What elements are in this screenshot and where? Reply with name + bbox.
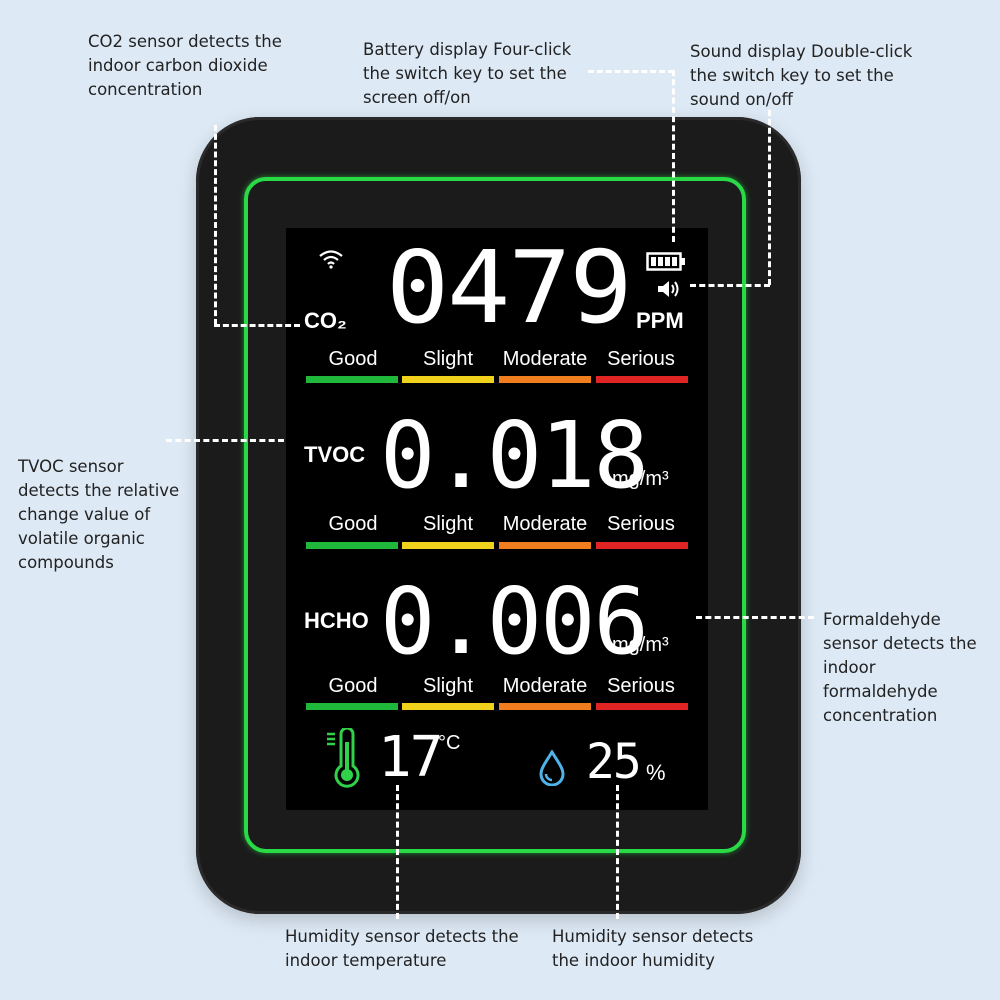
callout-battery: Battery display Four-click the switch ke…: [363, 40, 572, 107]
temperature-leader: [396, 785, 399, 919]
hcho-bar-good: [306, 703, 398, 710]
lcd-screen: CO₂ 0479 PPM Good Slight Moderate Seriou…: [286, 228, 708, 810]
callout-co2: CO2 sensor detects the indoor carbon dio…: [88, 32, 282, 99]
co2-level-moderate: Moderate: [502, 348, 588, 370]
tvoc-leader: [166, 439, 284, 442]
co2-value: 0479: [386, 229, 633, 346]
temperature-value: 17: [378, 725, 443, 790]
hcho-level-moderate: Moderate: [502, 675, 588, 697]
co2-level-serious: Serious: [607, 348, 675, 370]
callout-sound: Sound display Double-click the switch ke…: [690, 42, 913, 109]
co2-unit: PPM: [636, 308, 684, 333]
battery-icon: [646, 252, 685, 271]
tvoc-bar-moderate: [499, 542, 591, 549]
humidity-unit: %: [646, 760, 666, 785]
hcho-value: 0.006: [380, 568, 649, 675]
temperature-unit: °C: [438, 732, 461, 754]
hcho-leader: [696, 616, 814, 619]
sound-leader-vertical: [768, 110, 771, 285]
sound-leader-horizontal: [690, 284, 770, 287]
callout-hcho: Formaldehyde sensor detects the indoor f…: [823, 610, 977, 725]
thermometer-icon: [327, 728, 360, 788]
callout-tvoc: TVOC sensor detects the relative change …: [18, 457, 180, 572]
co2-bar-serious: [596, 376, 688, 383]
tvoc-bar-serious: [596, 542, 688, 549]
tvoc-bar-good: [306, 542, 398, 549]
wifi-icon: [319, 250, 343, 269]
hcho-bar-moderate: [499, 703, 591, 710]
co2-bar-slight: [402, 376, 494, 383]
speaker-icon: [658, 281, 679, 297]
hcho-bar-slight: [402, 703, 494, 710]
tvoc-level-slight: Slight: [422, 513, 474, 535]
tvoc-value: 0.018: [380, 402, 649, 509]
humidity-leader: [616, 785, 619, 919]
tvoc-bar-slight: [402, 542, 494, 549]
hcho-bar-serious: [596, 703, 688, 710]
tvoc-level-moderate: Moderate: [502, 513, 588, 535]
water-drop-icon: [539, 750, 565, 786]
tvoc-level-serious: Serious: [607, 513, 675, 535]
battery-leader-horizontal: [588, 70, 674, 73]
tvoc-level-good: Good: [328, 513, 378, 535]
tvoc-unit: mg/m³: [612, 468, 669, 490]
co2-leader-vertical: [214, 125, 217, 325]
callout-humidity: Humidity sensor detects the indoor humid…: [552, 927, 754, 970]
hcho-level-serious: Serious: [607, 675, 675, 697]
hcho-unit: mg/m³: [612, 634, 669, 656]
hcho-label: HCHO: [304, 608, 369, 633]
co2-bar-good: [306, 376, 398, 383]
humidity-value: 25: [586, 734, 642, 790]
co2-label: CO₂: [304, 308, 347, 333]
co2-bar-moderate: [499, 376, 591, 383]
hcho-level-slight: Slight: [422, 675, 474, 697]
battery-leader-vertical: [672, 70, 675, 242]
co2-level-slight: Slight: [422, 348, 474, 370]
green-glow-frame: [244, 177, 746, 853]
callout-temperature: Humidity sensor detects the indoor tempe…: [285, 927, 519, 970]
co2-leader-horizontal: [214, 324, 300, 327]
tvoc-label: TVOC: [304, 442, 366, 467]
hcho-level-good: Good: [328, 675, 378, 697]
co2-level-good: Good: [328, 348, 378, 370]
